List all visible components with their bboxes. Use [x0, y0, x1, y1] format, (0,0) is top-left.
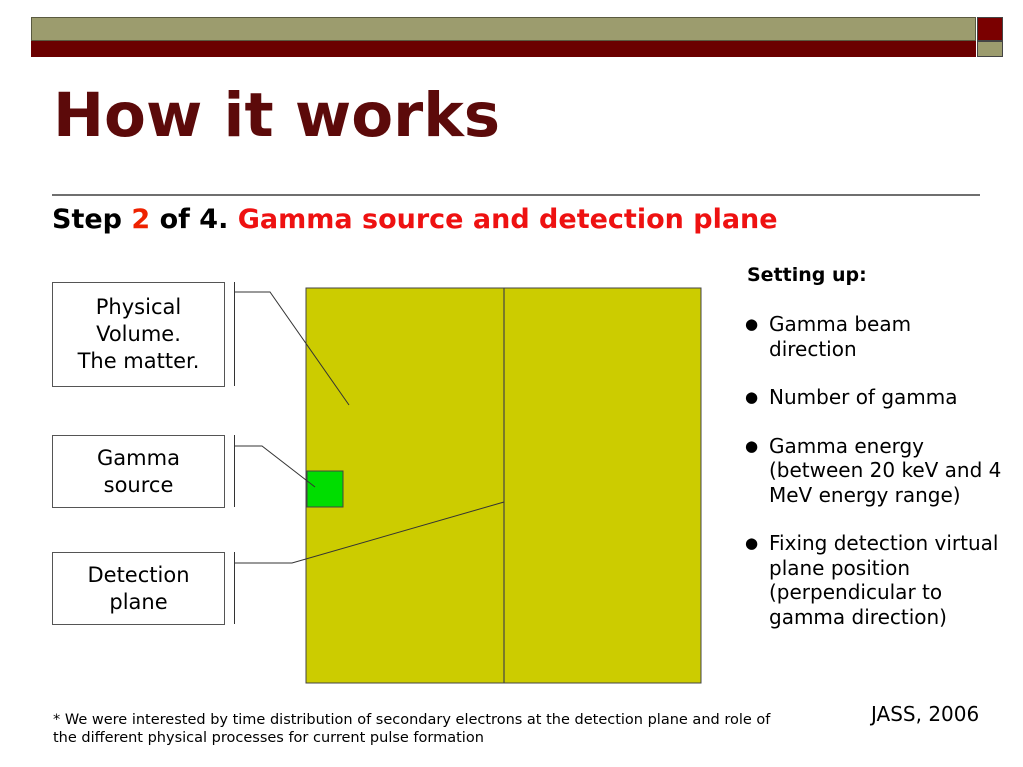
setting-up-list: ●Gamma beam direction ●Number of gamma ●…	[745, 312, 1005, 653]
label-line: The matter.	[77, 349, 200, 373]
bracket-gamma-source	[234, 435, 235, 507]
bullet-icon: ●	[745, 534, 759, 552]
step-number: 2	[131, 204, 151, 235]
label-physical-volume: Physical Volume. The matter.	[52, 282, 225, 387]
setting-up-heading: Setting up:	[747, 264, 867, 286]
header-bar-dark-red	[31, 41, 976, 57]
label-detection-plane: Detection plane	[52, 552, 225, 625]
step-total: of 4.	[150, 204, 229, 235]
footnote: * We were interested by time distributio…	[53, 712, 771, 746]
callout-physical-volume	[234, 291, 350, 406]
callout-gamma-source	[234, 445, 316, 488]
callout-detection-plane	[234, 501, 505, 564]
header-square-red	[977, 17, 1003, 41]
bullet-icon: ●	[745, 315, 759, 333]
label-line: plane	[109, 589, 168, 614]
list-item: ●Gamma energy (between 20 keV and 4 MeV …	[745, 433, 1002, 507]
label-line: Volume.	[96, 322, 181, 346]
bracket-detection-plane	[234, 552, 235, 624]
step-topic: Gamma source and detection plane	[237, 204, 778, 235]
title-divider	[52, 194, 980, 196]
label-line: Gamma	[97, 445, 180, 470]
step-subtitle: Step 2 of 4. Gamma source and detection …	[52, 204, 778, 235]
label-gamma-source: Gamma source	[52, 435, 225, 508]
bullet-icon: ●	[745, 388, 759, 406]
header-square-olive	[977, 41, 1003, 57]
slide-title: How it works	[53, 80, 501, 151]
header-bar-olive	[31, 17, 976, 41]
label-line: Physical	[95, 295, 182, 319]
bullet-icon: ●	[745, 436, 759, 455]
gamma-source-shape	[306, 470, 344, 508]
credit: JASS, 2006	[871, 702, 980, 726]
step-word: Step	[52, 204, 132, 235]
label-line: Detection	[87, 562, 190, 587]
bracket-physical-volume	[234, 282, 235, 386]
list-item: ●Number of gamma	[745, 385, 958, 409]
label-line: source	[103, 472, 174, 497]
list-item: ●Fixing detection virtual plane position…	[745, 531, 999, 629]
list-item: ●Gamma beam direction	[745, 312, 912, 361]
